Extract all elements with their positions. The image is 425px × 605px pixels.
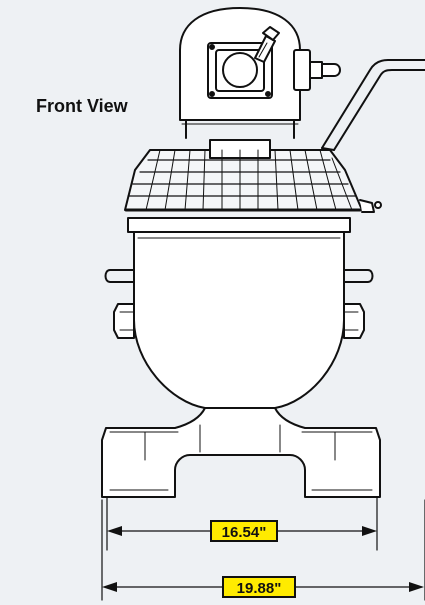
- speed-lever: [254, 26, 280, 63]
- safety-guard: [124, 139, 382, 213]
- front-view-label: Front View: [36, 96, 128, 116]
- dimension-arrowheads: [102, 526, 424, 592]
- motor-head: [179, 7, 341, 139]
- mixing-bowl: [104, 217, 374, 409]
- inner-base-width-dimension: 16.54": [210, 520, 278, 542]
- outer-base-width-dimension: 19.88": [222, 576, 296, 598]
- mixer-base: [101, 407, 381, 498]
